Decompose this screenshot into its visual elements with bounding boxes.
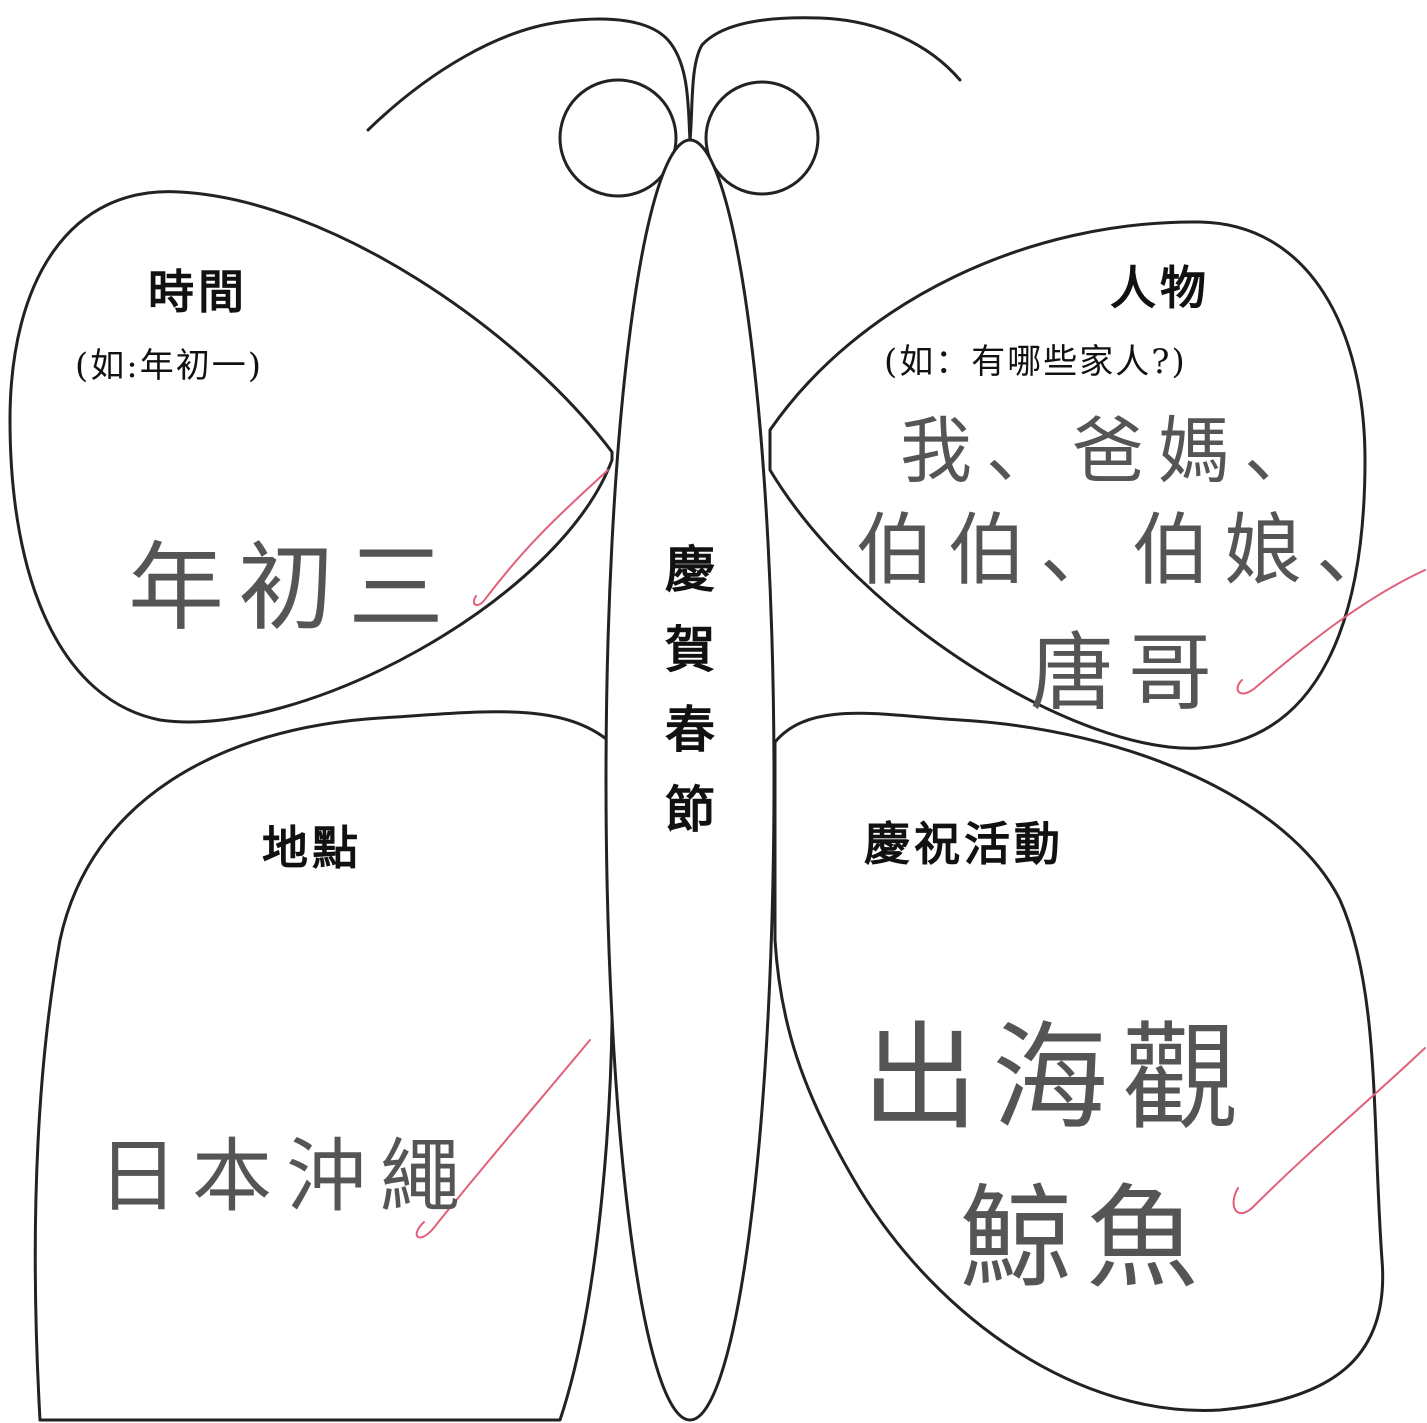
left-head-circle: [558, 78, 678, 198]
check-mark-top-right: [1236, 569, 1426, 695]
people-answer-line-3: 唐哥: [1030, 624, 1227, 722]
bottom-left-wing: [33, 710, 614, 1422]
bottom-right-wing: [773, 711, 1385, 1412]
place-label: 地點: [262, 821, 362, 875]
activity-answer-line-2: 鯨魚: [960, 1174, 1212, 1304]
right-head-circle: [704, 80, 820, 196]
check-mark-bottom-left: [415, 1039, 591, 1239]
right-antenna: [688, 16, 962, 142]
time-hint: (如:年初一): [75, 346, 263, 386]
activity-label: 慶祝活動: [864, 817, 1064, 871]
place-answer: 日本沖繩: [98, 1130, 474, 1223]
time-answer: 年初三: [128, 532, 458, 644]
check-mark-bottom-right: [1232, 1047, 1426, 1215]
people-answer-line-1: 我、爸媽、: [900, 409, 1331, 493]
top-right-wing: [768, 220, 1367, 750]
people-answer-line-2: 伯伯、伯娘、: [856, 506, 1409, 596]
people-label: 人物: [1110, 261, 1210, 315]
center-title: 慶賀春節: [665, 540, 715, 839]
top-left-wing: [8, 190, 614, 724]
left-antenna: [366, 17, 692, 142]
check-mark-top-left: [472, 469, 609, 607]
activity-answer-line-1: 出海觀: [862, 1011, 1252, 1146]
butterfly-body: [604, 138, 776, 1422]
people-hint: (如：有哪些家人?): [884, 342, 1187, 382]
time-label: 時間: [148, 265, 248, 319]
